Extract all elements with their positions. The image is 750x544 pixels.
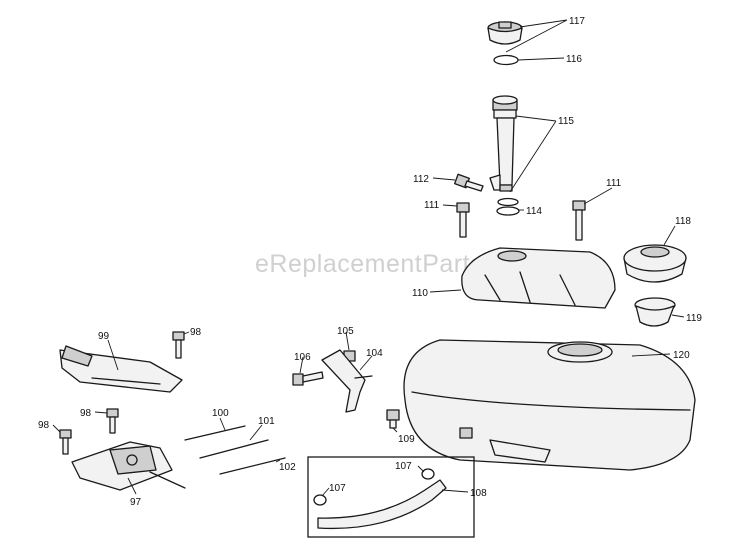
callout-107-left: 107: [329, 483, 346, 494]
cable-101: [199, 439, 269, 459]
hose-clamp-107-right: [421, 468, 435, 480]
bolt-106: [292, 371, 324, 386]
callout-labels: 117 116 115 114 112 111 111 118 119 110 …: [38, 16, 702, 508]
bracket-104: [321, 349, 373, 413]
callout-104: 104: [366, 348, 383, 359]
callout-107-right: 107: [395, 461, 412, 472]
strainer-119: [634, 297, 676, 327]
screw-98-middle: [106, 408, 119, 434]
fuel-line-kit-box: [307, 456, 475, 538]
callout-114: 114: [526, 206, 542, 217]
callout-118: 118: [675, 216, 691, 227]
callout-116: 116: [566, 54, 582, 65]
callout-115: 115: [558, 116, 574, 127]
leader-lines: [52, 19, 685, 497]
fuel-cap-top: [487, 21, 523, 45]
callout-105: 105: [337, 326, 354, 337]
fitting-109: [386, 409, 400, 429]
callout-106: 106: [294, 352, 311, 363]
throttle-assembly-97: [71, 441, 186, 491]
callout-111-left: 111: [424, 200, 440, 211]
bolt-111-left: [456, 202, 470, 238]
filler-tube: [489, 95, 518, 192]
callout-99: 99: [98, 331, 110, 342]
callout-97: 97: [130, 497, 142, 508]
o-ring-116: [493, 54, 519, 66]
cable-100: [184, 425, 246, 441]
tank-cap-118: [623, 244, 687, 283]
throttle-bracket-99: [59, 345, 183, 393]
washers-114: [496, 197, 520, 216]
tank-bracket-110: [461, 247, 616, 309]
callout-98-upper: 98: [190, 327, 202, 338]
callout-119: 119: [686, 313, 702, 324]
callout-98-middle: 98: [80, 408, 92, 419]
callout-109: 109: [398, 434, 415, 445]
callout-117: 117: [569, 16, 585, 27]
fuel-tank-120: [403, 339, 696, 471]
callout-108: 108: [470, 488, 487, 499]
callout-120: 120: [673, 350, 690, 361]
callout-111-right: 111: [606, 178, 622, 189]
callout-98-left: 98: [38, 420, 50, 431]
bolt-112: [454, 173, 484, 192]
callout-112: 112: [413, 174, 429, 185]
hose-clamp-107-left: [313, 494, 327, 506]
fuel-hose-108: [317, 479, 447, 530]
screw-98-left: [59, 429, 72, 455]
callout-102: 102: [279, 462, 296, 473]
screw-98-upper: [172, 331, 185, 359]
callout-101: 101: [258, 416, 275, 427]
callout-110: 110: [412, 288, 428, 299]
rod-102: [219, 457, 286, 475]
callout-100: 100: [212, 408, 229, 419]
bolt-111-right: [572, 200, 586, 241]
